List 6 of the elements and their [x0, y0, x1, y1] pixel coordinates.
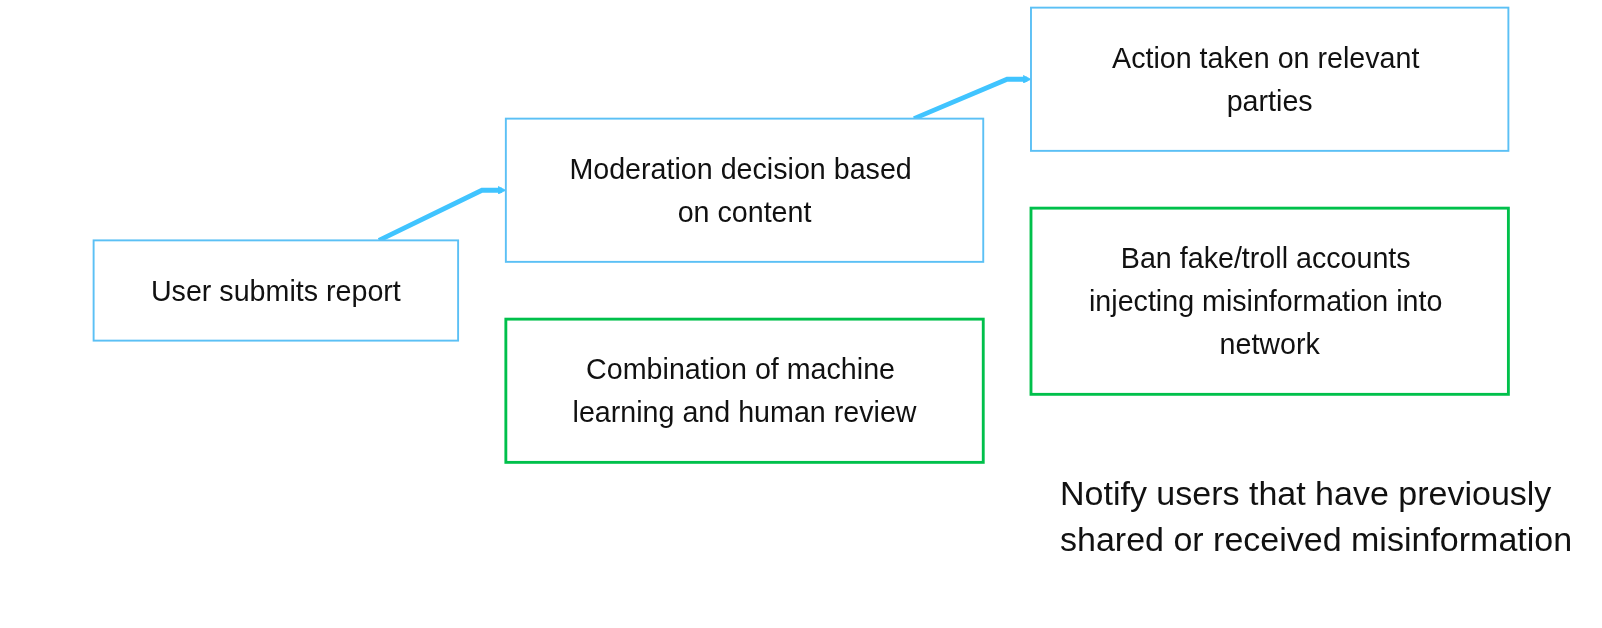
node-box: Action taken on relevant parties [1030, 6, 1510, 152]
node-box: Combination of machine learning and human review [504, 317, 985, 464]
note-text: Notify users that have previously shared or received misinformation [1060, 473, 1574, 560]
node-box: Ban fake/troll accounts injecting misinformation into network [1029, 206, 1510, 396]
node-box: Moderation decision based on content [504, 117, 985, 263]
node-box: User submits report [92, 239, 460, 342]
